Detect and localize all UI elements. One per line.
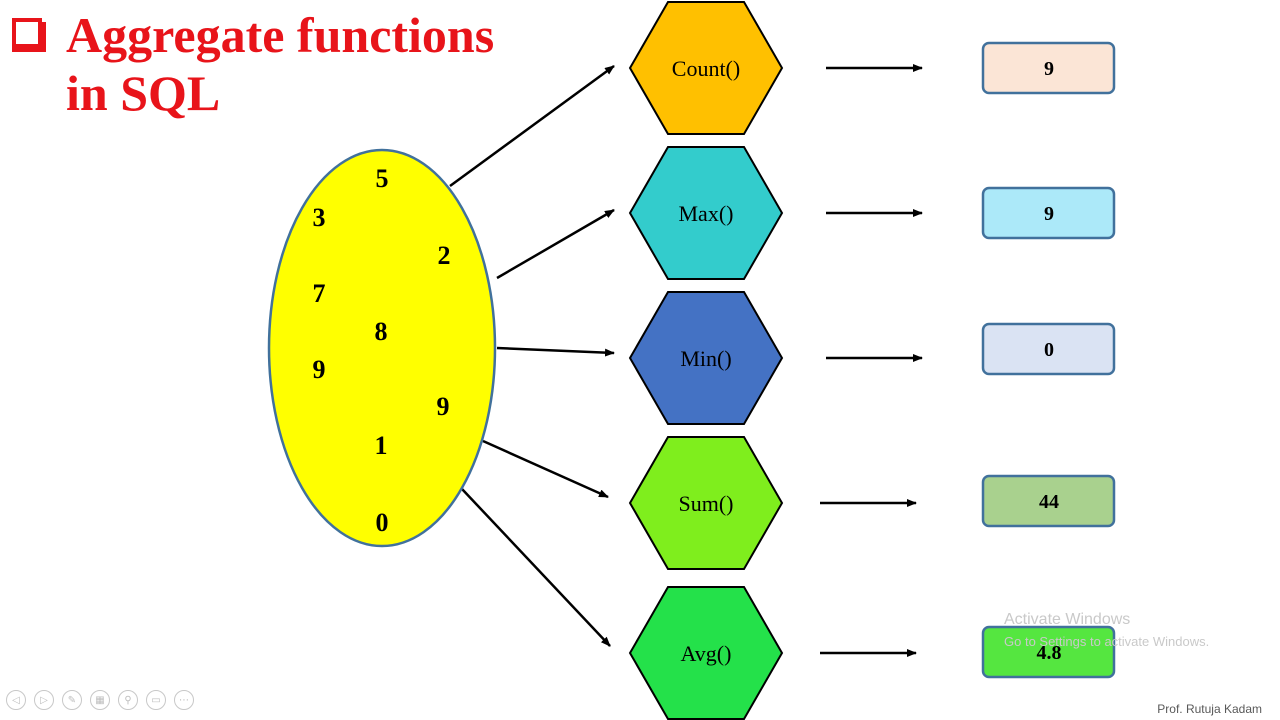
function-hexagon (628, 291, 784, 425)
title-line-1: Aggregate functions (66, 7, 495, 63)
title-text: Aggregate functions in SQL (66, 6, 494, 122)
input-value: 8 (375, 317, 388, 346)
function-hexagon (628, 146, 784, 280)
slides-icon[interactable]: ▦ (90, 690, 110, 710)
function-hexagon (628, 1, 784, 135)
title-line-2: in SQL (66, 65, 221, 121)
more-icon[interactable]: ⋯ (174, 690, 194, 710)
input-to-function-arrow (496, 208, 615, 280)
function-hexagon (628, 586, 784, 720)
function-label: Sum() (679, 491, 734, 516)
previous-icon[interactable]: ◁ (6, 690, 26, 710)
function-hexagon (628, 436, 784, 570)
function-label: Avg() (681, 641, 732, 666)
input-value: 2 (438, 241, 451, 270)
input-value: 9 (313, 355, 326, 384)
result-value: 4.8 (1037, 642, 1062, 664)
presentation-toolbar: ◁ ▷ ✎ ▦ ⚲ ▭ ⋯ (6, 690, 194, 714)
function-label: Count() (672, 56, 740, 81)
input-value: 5 (376, 164, 389, 193)
activation-watermark-title: Activate Windows (1004, 611, 1131, 628)
function-label: Min() (680, 346, 731, 371)
result-box (981, 186, 1116, 240)
result-box (981, 41, 1116, 95)
input-value: 7 (313, 279, 326, 308)
input-value: 0 (376, 508, 389, 537)
checkbox-bullet-icon (12, 18, 46, 52)
zoom-icon[interactable]: ⚲ (118, 690, 138, 710)
input-value: 1 (375, 431, 388, 460)
result-box (981, 322, 1116, 376)
pen-icon[interactable]: ✎ (62, 690, 82, 710)
result-value: 0 (1044, 339, 1054, 361)
next-icon[interactable]: ▷ (34, 690, 54, 710)
result-value: 44 (1039, 491, 1059, 513)
author-credit: Prof. Rutuja Kadam (1157, 702, 1262, 716)
result-box (981, 474, 1116, 528)
input-to-function-arrow (461, 488, 611, 647)
result-box (981, 625, 1116, 679)
input-value: 9 (437, 392, 450, 421)
function-label: Max() (679, 201, 734, 226)
input-values-ellipse (267, 148, 497, 548)
input-to-function-arrow (482, 439, 609, 499)
input-to-function-arrow (496, 346, 615, 357)
input-value: 3 (313, 203, 326, 232)
input-to-function-arrow (449, 64, 615, 188)
activation-watermark-subtitle: Go to Settings to activate Windows. (1004, 634, 1210, 649)
subtitles-icon[interactable]: ▭ (146, 690, 166, 710)
result-value: 9 (1044, 58, 1054, 80)
result-value: 9 (1044, 203, 1054, 225)
